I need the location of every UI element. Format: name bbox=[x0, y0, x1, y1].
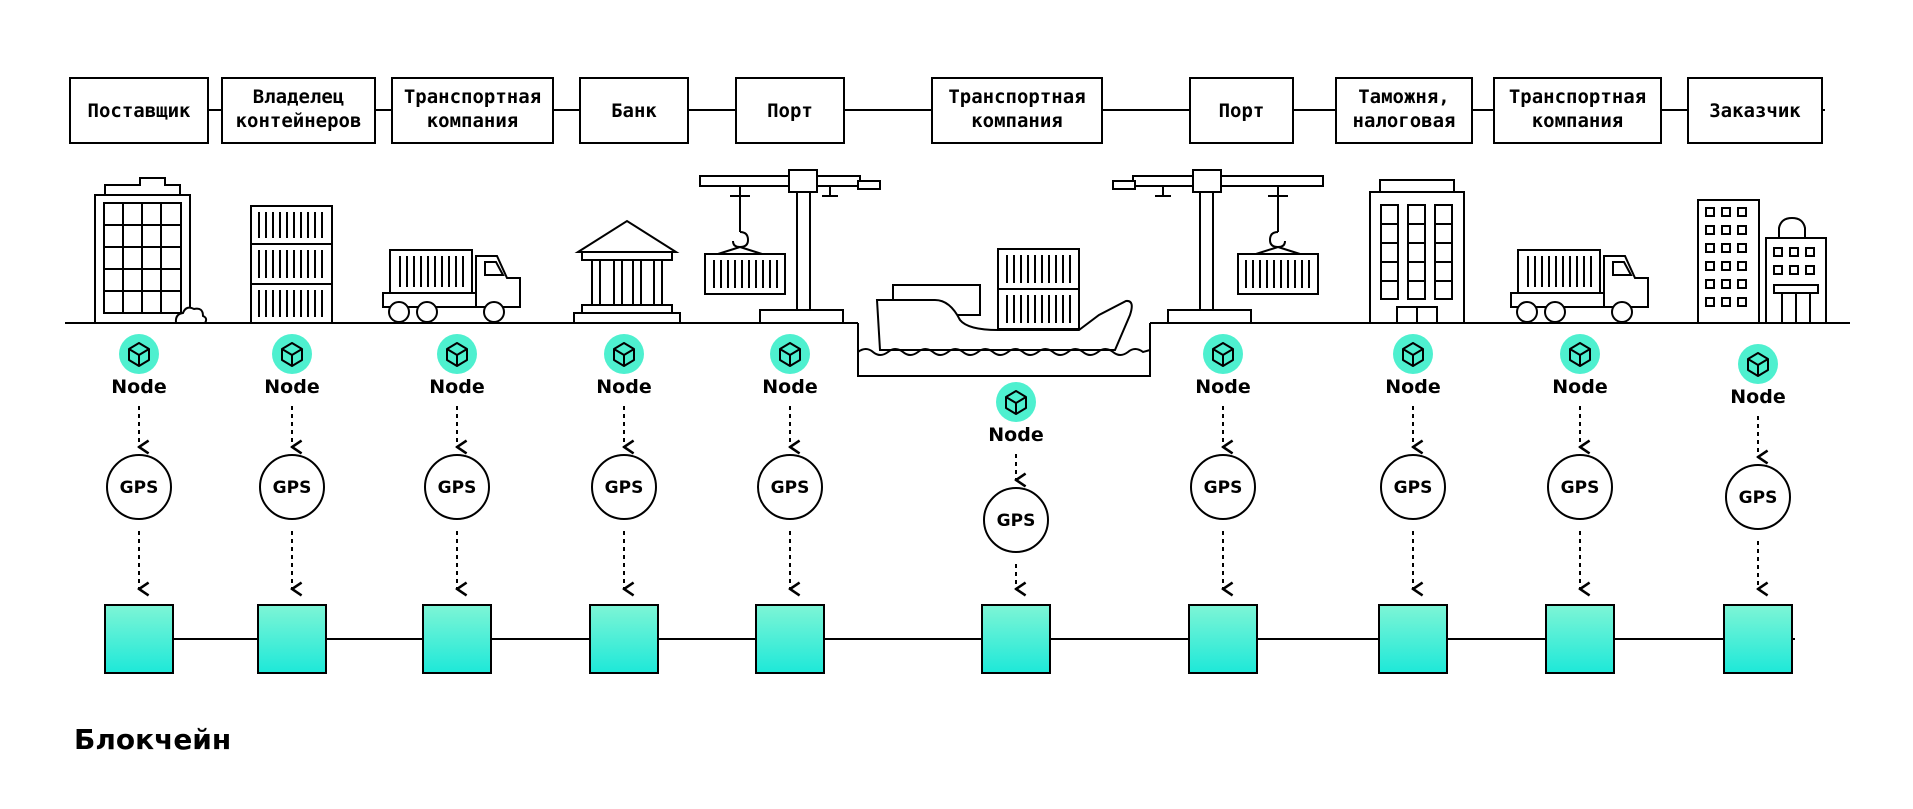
participant-label-box: Поставщик bbox=[69, 77, 209, 144]
cube-icon bbox=[272, 334, 312, 374]
node-label: Node bbox=[1385, 376, 1440, 398]
blockchain-block bbox=[104, 604, 174, 674]
participant-label: Таможня,налоговая bbox=[1353, 86, 1456, 132]
blockchain-block bbox=[422, 604, 492, 674]
gps-circle bbox=[1380, 454, 1446, 520]
node-label: Node bbox=[264, 376, 319, 398]
port-crane-icon bbox=[1112, 169, 1324, 324]
cube-icon bbox=[1203, 334, 1243, 374]
participant-label: Заказчик bbox=[1709, 100, 1801, 122]
gps-circle bbox=[259, 454, 325, 520]
gps-label: GPS bbox=[1561, 478, 1600, 498]
gps-circle bbox=[1725, 464, 1791, 530]
cube-icon bbox=[437, 334, 477, 374]
participant-label: Порт bbox=[767, 100, 813, 122]
gps-circle bbox=[983, 487, 1049, 553]
gps-label: GPS bbox=[273, 478, 312, 498]
blockchain-block bbox=[1188, 604, 1258, 674]
gps-label: GPS bbox=[1739, 488, 1778, 508]
gps-circle bbox=[106, 454, 172, 520]
node-label: Node bbox=[1552, 376, 1607, 398]
node-label: Node bbox=[988, 424, 1043, 446]
gps-circle bbox=[757, 454, 823, 520]
cube-icon bbox=[1393, 334, 1433, 374]
blockchain-block bbox=[981, 604, 1051, 674]
node-label: Node bbox=[762, 376, 817, 398]
participant-label: Банк bbox=[611, 100, 657, 122]
cube-icon bbox=[119, 334, 159, 374]
blockchain-label: Блокчейн bbox=[74, 723, 231, 756]
bank-icon bbox=[573, 219, 681, 324]
blockchain-block bbox=[257, 604, 327, 674]
blockchain-block bbox=[1378, 604, 1448, 674]
blockchain-nodes: NodeGPSNodeGPSNodeGPSNodeGPSNodeGPSNodeG… bbox=[104, 334, 1793, 674]
cube-icon bbox=[770, 334, 810, 374]
gps-label: GPS bbox=[605, 478, 644, 498]
city-buildings-icon bbox=[1697, 199, 1827, 324]
node-label: Node bbox=[111, 376, 166, 398]
office-building-icon bbox=[94, 177, 208, 324]
gps-label: GPS bbox=[997, 511, 1036, 531]
truck-icon bbox=[1510, 249, 1649, 323]
gps-label: GPS bbox=[1394, 478, 1433, 498]
gps-label: GPS bbox=[1204, 478, 1243, 498]
cube-icon bbox=[1560, 334, 1600, 374]
node-label: Node bbox=[1195, 376, 1250, 398]
participant-label-box: Таможня,налоговая bbox=[1335, 77, 1473, 144]
node-label: Node bbox=[596, 376, 651, 398]
node-label: Node bbox=[1730, 386, 1785, 408]
port-crane-icon bbox=[699, 169, 881, 324]
gps-label: GPS bbox=[771, 478, 810, 498]
participant-label: Поставщик bbox=[88, 100, 192, 122]
blockchain-block bbox=[589, 604, 659, 674]
participant-label-box: Заказчик bbox=[1687, 77, 1823, 144]
cube-icon bbox=[996, 382, 1036, 422]
blockchain-block bbox=[755, 604, 825, 674]
cube-icon bbox=[604, 334, 644, 374]
participant-icons bbox=[94, 169, 1827, 377]
gps-circle bbox=[1547, 454, 1613, 520]
cube-icon bbox=[1738, 344, 1778, 384]
node-label: Node bbox=[429, 376, 484, 398]
gps-circle bbox=[424, 454, 490, 520]
blockchain-block bbox=[1545, 604, 1615, 674]
cargo-ship-icon bbox=[857, 248, 1151, 377]
participant-label-box: Банк bbox=[579, 77, 689, 144]
blockchain-block bbox=[1723, 604, 1793, 674]
gps-circle bbox=[1190, 454, 1256, 520]
government-building-icon bbox=[1369, 179, 1465, 324]
participant-label: Порт bbox=[1219, 100, 1265, 122]
truck-icon bbox=[382, 249, 521, 323]
participant-label-box: Порт bbox=[1189, 77, 1294, 144]
gps-label: GPS bbox=[120, 478, 159, 498]
container-stack-icon bbox=[250, 205, 333, 324]
gps-circle bbox=[591, 454, 657, 520]
gps-label: GPS bbox=[438, 478, 477, 498]
participant-label-box: Порт bbox=[735, 77, 845, 144]
